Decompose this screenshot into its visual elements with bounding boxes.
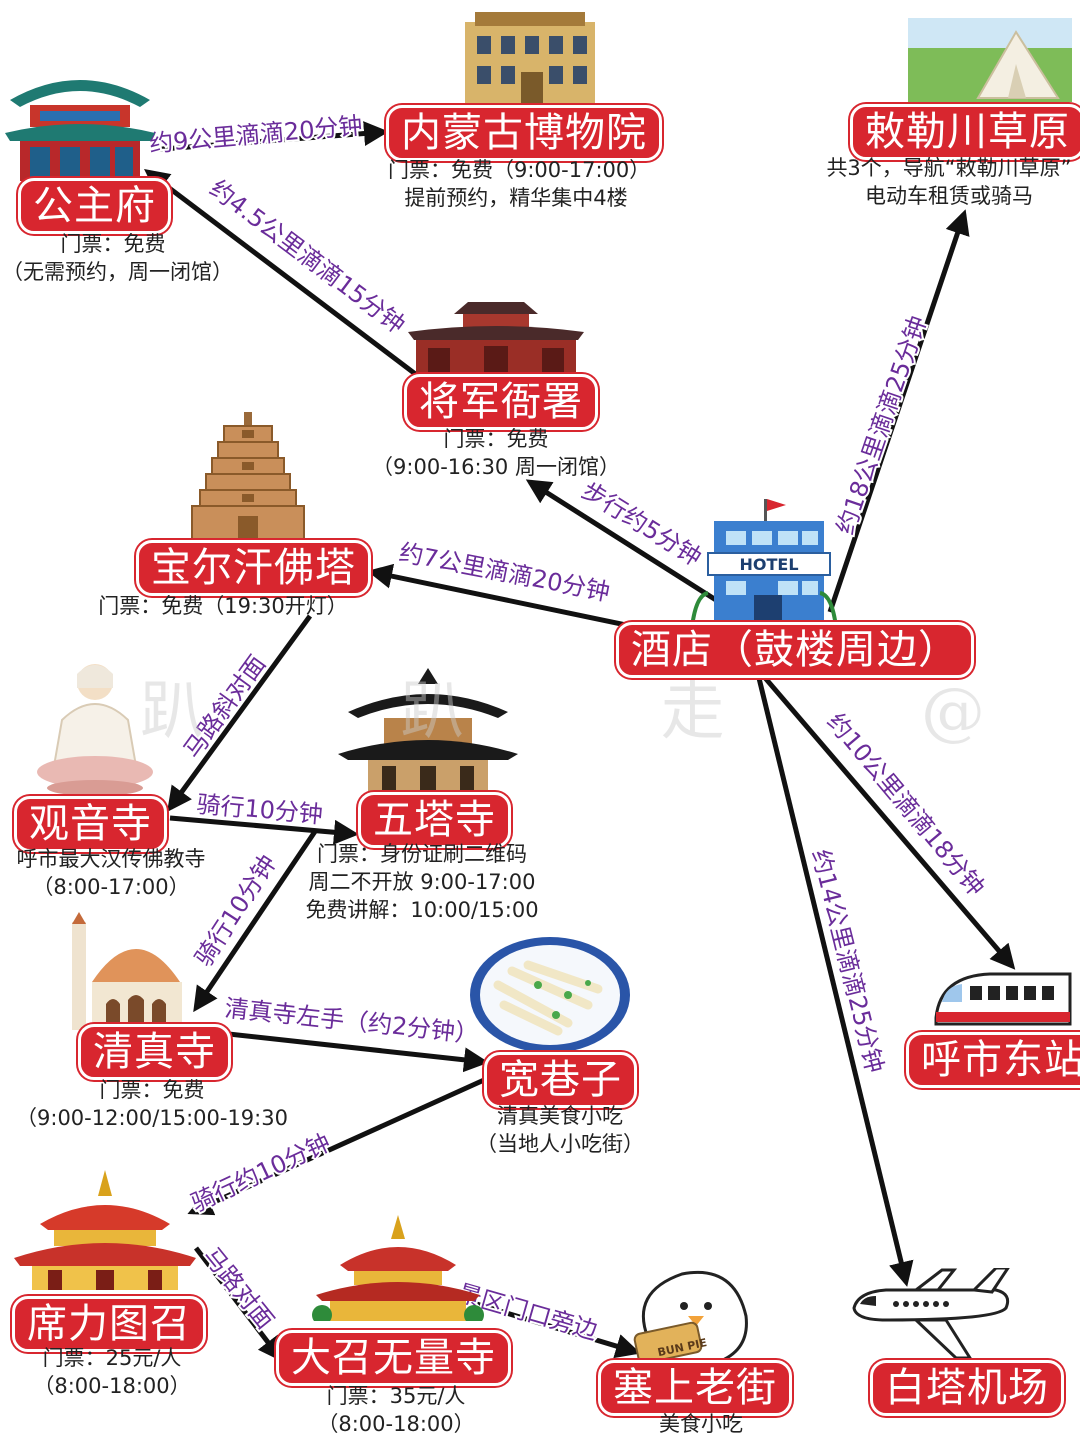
info-line: 免费讲解：10:00/15:00 <box>305 898 539 922</box>
info-line: 美食小吃 <box>659 1412 743 1436</box>
node-title-airport: 白塔机场 <box>870 1360 1064 1416</box>
route-label: 约9公里滴滴20分钟 <box>148 111 363 158</box>
node-title-xilitu: 席力图召 <box>12 1296 206 1352</box>
route-arrow <box>191 1027 489 1073</box>
node-info-qingzhen: 门票：免费 （9:00-12:00/15:00-19:30 <box>12 1076 292 1132</box>
node-title-grassland: 敕勒川草原 <box>850 104 1080 160</box>
info-line: （9:00-12:00/15:00-19:30 <box>16 1106 288 1130</box>
node-info-xilitu: 门票：25元/人 （8:00-18:00） <box>22 1344 202 1400</box>
info-line: 门票：免费 <box>60 232 166 256</box>
airplane-icon <box>852 1268 1010 1360</box>
info-line: 清真美食小吃 <box>497 1104 623 1128</box>
node-title-kuanxiang: 宽巷子 <box>484 1052 637 1108</box>
route-label: 约18公里滴滴25分钟 <box>831 312 932 538</box>
food-plate-icon <box>470 937 630 1053</box>
node-title-gongzhufu: 公主府 <box>18 178 171 234</box>
gold-temple-icon <box>14 1170 196 1290</box>
route-label: 马路对面 <box>197 1242 279 1334</box>
gold-temple-icon <box>312 1215 484 1321</box>
route-arrow <box>758 670 1016 970</box>
node-title-wuta: 五塔寺 <box>358 792 511 848</box>
route-label: 骑行约10分钟 <box>187 1128 335 1217</box>
info-line: 电动车租赁或骑马 <box>865 184 1033 208</box>
info-line: 呼市最大汉传佛教寺 <box>16 847 206 871</box>
route-arrow <box>169 815 359 845</box>
node-info-dazhao: 门票：35元/人 （8:00-18:00） <box>306 1382 486 1438</box>
info-line: （9:00-16:30 周一闭馆） <box>372 455 620 479</box>
info-line: （8:00-17:00） <box>32 875 190 899</box>
route-arrow <box>755 673 914 1287</box>
museum-icon <box>465 12 595 112</box>
hotel-sign-text: HOTEL <box>739 555 798 574</box>
info-line: 周二不开放 9:00-17:00 <box>308 870 536 894</box>
node-info-guanyin: 呼市最大汉传佛教寺 （8:00-17:00） <box>4 845 218 901</box>
info-line: （8:00-18:00） <box>33 1374 191 1398</box>
mosque-icon <box>72 912 182 1030</box>
pagoda-icon <box>191 412 305 540</box>
node-info-gongzhufu: 门票：免费 （无需预约，周一闭馆） <box>2 230 233 286</box>
hotel-icon: HOTEL <box>690 499 838 627</box>
info-line: 共3个，导航“敕勒川草原” <box>826 156 1072 180</box>
temple-roof-icon <box>338 668 518 794</box>
watermark: 趴 趴 走 @ 猫 <box>140 675 1080 749</box>
node-title-saishang: 塞上老街 <box>598 1360 792 1416</box>
node-info-baoerhan: 门票：免费（19:30开灯） <box>98 592 348 620</box>
route-arrow <box>187 1077 486 1216</box>
node-info-saishang: 美食小吃 <box>636 1410 766 1438</box>
route-label: 约7公里滴滴20分钟 <box>397 538 612 606</box>
tent-icon <box>908 18 1072 102</box>
route-arrow <box>525 479 718 603</box>
route-label: 约4.5公里滴滴15分钟 <box>204 174 410 339</box>
gate-icon <box>408 302 584 378</box>
info-line: （当地人小吃街） <box>476 1132 644 1156</box>
node-title-baoerhan: 宝尔汗佛塔 <box>136 540 371 596</box>
route-arrow <box>367 563 651 633</box>
guanyin-statue-icon <box>37 664 153 796</box>
train-icon <box>934 972 1072 1026</box>
route-arrow <box>167 614 313 813</box>
node-title-dazhao: 大召无量寺 <box>276 1330 511 1386</box>
info-line: （8:00-18:00） <box>317 1412 475 1436</box>
info-line: 门票：免费 <box>443 427 549 451</box>
info-line: 门票：免费（9:00-17:00） <box>388 158 651 182</box>
info-line: （无需预约，周一闭馆） <box>2 260 233 284</box>
info-line: 门票：身份证刷二维码 <box>317 842 527 866</box>
info-line: 门票：免费（19:30开灯） <box>98 594 348 618</box>
node-info-grassland: 共3个，导航“敕勒川草原” 电动车租赁或骑马 <box>820 154 1078 210</box>
info-line: 提前预约，精华集中4楼 <box>404 186 628 210</box>
route-label: 清真寺左手（约2分钟） <box>223 994 480 1049</box>
node-info-kuanxiang: 清真美食小吃 （当地人小吃街） <box>470 1102 650 1158</box>
route-arrow <box>827 209 970 613</box>
route-arrow <box>149 121 389 153</box>
node-title-east-station: 呼市东站 <box>906 1032 1080 1088</box>
node-title-hotel: 酒店（鼓楼周边） <box>616 622 974 678</box>
node-title-guanyin: 观音寺 <box>14 796 167 852</box>
node-info-jiangjun: 门票：免费 （9:00-16:30 周一闭馆） <box>370 425 622 481</box>
route-arrow <box>144 168 420 378</box>
bun-mascot-icon: BUN PIE <box>633 1270 748 1365</box>
info-line: 门票：免费 <box>99 1078 205 1102</box>
info-line: 门票：35元/人 <box>326 1384 466 1408</box>
node-info-wuta: 门票：身份证刷二维码 周二不开放 9:00-17:00 免费讲解：10:00/1… <box>300 840 544 924</box>
node-title-qingzhen: 清真寺 <box>78 1024 231 1080</box>
palace-icon <box>5 80 155 181</box>
route-arrow <box>193 828 319 1013</box>
route-arrow <box>194 1246 284 1362</box>
info-line: 门票：25元/人 <box>42 1346 182 1370</box>
node-title-jiangjun: 将军衙署 <box>404 374 598 430</box>
node-info-museum: 门票：免费（9:00-17:00） 提前预约，精华集中4楼 <box>388 156 651 212</box>
node-title-museum: 内蒙古博物院 <box>386 105 662 161</box>
